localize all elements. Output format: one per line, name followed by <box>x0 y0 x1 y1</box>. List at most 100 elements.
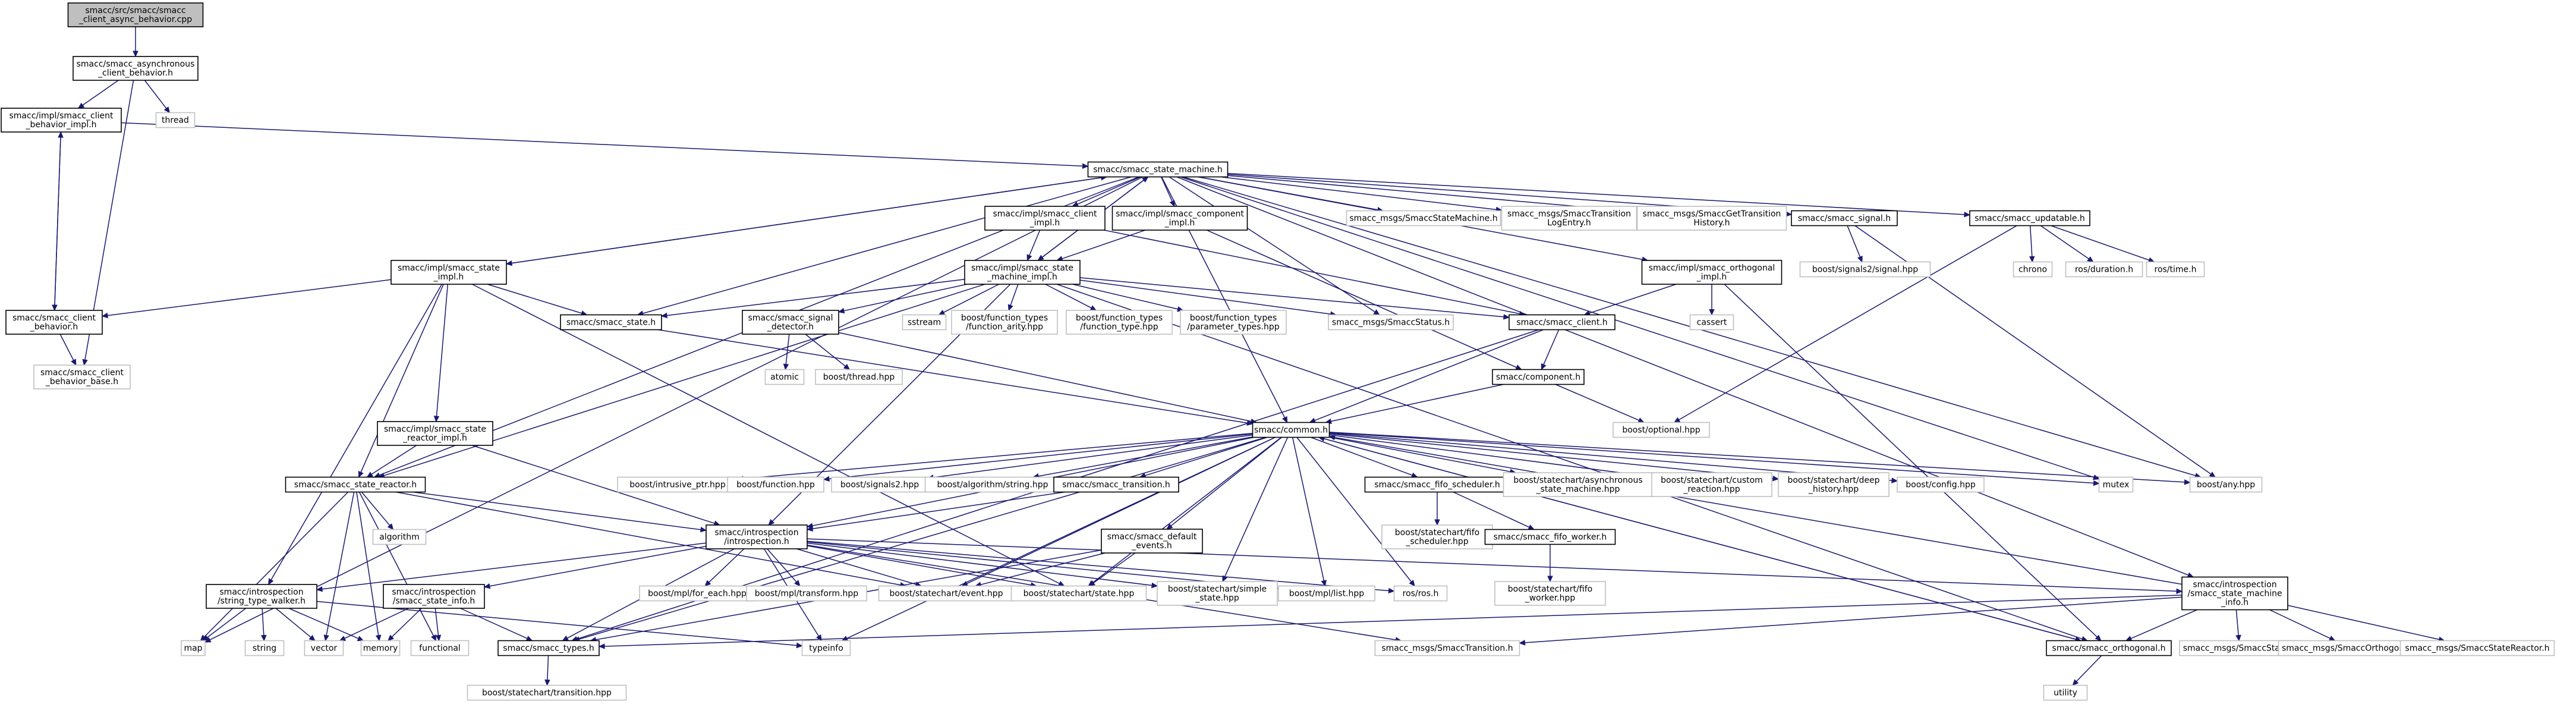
node-label: smacc/smacc_state.h <box>566 318 656 328</box>
edge-line <box>1224 437 1289 577</box>
node-sm-impl[interactable]: smacc/impl/smacc_state_machine_impl.h <box>964 260 1081 285</box>
node-signal[interactable]: smacc/smacc_signal.h <box>1791 210 1898 227</box>
edge-state-impl-to-stw <box>267 284 443 586</box>
edge-client-to-component <box>1541 329 1560 370</box>
edge-introspection-to-ros <box>807 540 1395 594</box>
edge-sm-info-to-common <box>1328 435 2183 585</box>
edge-line <box>742 433 1253 479</box>
node-label: smacc/impl/smacc_state <box>971 263 1073 273</box>
node-state-impl[interactable]: smacc/impl/smacc_state_impl.h <box>391 260 507 285</box>
node-sc-fifo-worker: boost/statechart/fifo_worker.hpp <box>1494 581 1606 606</box>
node-label: smacc/smacc_state_reactor.h <box>294 480 417 490</box>
node-sm-state-info[interactable]: smacc/introspection/smacc_state_info.h <box>383 584 485 609</box>
node-label: _behavior_base.h <box>45 377 118 386</box>
edge-common-to-intrusive-ptr <box>736 433 1253 482</box>
node-client[interactable]: smacc/smacc_client.h <box>1509 314 1615 331</box>
node-label: boost/statechart/asynchronous <box>1513 476 1642 485</box>
node-label: map <box>184 644 202 653</box>
node-box <box>1613 422 1710 438</box>
node-box <box>1180 310 1287 335</box>
node-client-behavior[interactable]: smacc/smacc_client_behavior.h <box>5 310 103 335</box>
node-box <box>181 640 206 656</box>
node-sm[interactable]: smacc/smacc_state_machine.h <box>1087 161 1229 178</box>
edge-component-to-optional <box>1555 384 1645 423</box>
arrowhead <box>1541 363 1547 370</box>
edge-line <box>288 608 359 639</box>
edge-line <box>322 542 707 590</box>
node-box <box>1157 581 1278 606</box>
node-cb-impl[interactable]: smacc/impl/smacc_client_behavior_impl.h <box>1 108 122 133</box>
edge-line <box>807 540 1389 592</box>
edge-stw-to-vector <box>275 608 316 642</box>
edge-stw-to-typeinfo <box>316 601 803 649</box>
node-msg-sm: smacc_msgs/SmaccStateMachine.h <box>1346 210 1501 227</box>
edge-line <box>1543 329 1560 365</box>
arrowhead <box>261 634 267 642</box>
node-orthogonal[interactable]: smacc/smacc_orthogonal.h <box>2046 640 2172 656</box>
node-box <box>1101 529 1203 554</box>
edge-sm-to-sm-info <box>1176 176 2194 578</box>
node-box <box>372 529 427 545</box>
node-label: smacc_msgs/SmaccStateMachine.h <box>1349 214 1497 224</box>
edge-common-to-fifo-sched <box>1311 436 1418 478</box>
node-mpl-list: boost/mpl/list.hpp <box>1278 585 1375 602</box>
node-label: _scheduler.hpp <box>1405 537 1468 546</box>
arrowhead <box>1388 587 1395 594</box>
edge-line <box>1329 434 1647 477</box>
edge-sm-impl-to-client <box>1079 277 1510 320</box>
node-box <box>360 640 401 656</box>
arrowhead <box>768 518 775 526</box>
node-client-impl[interactable]: smacc/impl/smacc_client_impl.h <box>984 206 1106 231</box>
edge-sm-state-info-to-vector <box>339 608 409 642</box>
node-component[interactable]: smacc/component.h <box>1492 369 1585 385</box>
edge-sm-impl-to-ft-arity <box>1007 284 1019 312</box>
edge-line <box>604 595 2183 647</box>
edge-common-to-function <box>823 433 1253 482</box>
edge-line <box>1334 436 2183 585</box>
node-box <box>746 585 867 602</box>
edge-line <box>471 445 715 524</box>
node-atomic: atomic <box>764 369 805 385</box>
node-reactor-impl[interactable]: smacc/impl/smacc_state_reactor_impl.h <box>377 421 493 446</box>
node-sig-detector[interactable]: smacc/smacc_signal_detector.h <box>742 310 839 335</box>
edge-orthogonal-to-utility <box>2072 655 2102 686</box>
node-introspection[interactable]: smacc/introspection/introspection.h <box>706 524 808 549</box>
arrowhead <box>1082 163 1089 169</box>
node-state[interactable]: smacc/smacc_state.h <box>560 314 662 331</box>
edge-line <box>209 176 1144 640</box>
arrowhead <box>133 51 138 58</box>
node-label: smacc/smacc_client.h <box>1516 318 1607 328</box>
node-optional: boost/optional.hpp <box>1613 422 1710 438</box>
node-root[interactable]: smacc/src/smacc/smacc_client_async_behav… <box>67 2 204 27</box>
edge-common-to-mpl-list <box>1292 437 1327 587</box>
node-comp-impl[interactable]: smacc/impl/smacc_component_impl.h <box>1111 206 1248 231</box>
edge-sm-info-to-msg-reactor <box>2287 605 2445 643</box>
node-types[interactable]: smacc/smacc_types.h <box>497 640 600 656</box>
node-box <box>1494 581 1606 606</box>
arrowhead <box>71 359 77 366</box>
node-reactor[interactable]: smacc/smacc_state_reactor.h <box>285 476 426 493</box>
node-stw[interactable]: smacc/introspection/string_type_walker.h <box>206 584 317 609</box>
node-async-cb[interactable]: smacc/smacc_asynchronous_client_behavior… <box>73 56 199 81</box>
arrowhead <box>2095 634 2102 642</box>
edge-sm-state-info-to-memory <box>388 608 422 642</box>
node-fifo-sched[interactable]: smacc/smacc_fifo_scheduler.h <box>1364 476 1510 493</box>
node-default-events[interactable]: smacc/smacc_default_events.h <box>1101 529 1203 554</box>
node-fifo-worker[interactable]: smacc/smacc_fifo_worker.h <box>1484 529 1616 545</box>
edge-line <box>1079 279 1331 315</box>
node-updatable[interactable]: smacc/smacc_updatable.h <box>1969 210 2090 227</box>
node-label: _impl.h <box>1029 218 1060 228</box>
node-sm-info[interactable]: smacc/introspection/smacc_state_machine_… <box>2181 576 2288 611</box>
node-signals2: boost/signals2.hpp <box>831 476 928 493</box>
edge-sm-to-updatable <box>1227 172 1971 218</box>
node-orth-impl[interactable]: smacc/impl/smacc_orthogonal_impl.h <box>1641 260 1783 285</box>
edge-line <box>2287 605 2439 640</box>
node-common[interactable]: smacc/common.h <box>1252 422 1330 438</box>
edge-line <box>391 608 422 637</box>
node-label: _events.h <box>1131 541 1172 551</box>
arrowhead <box>562 635 569 642</box>
edge-line <box>1045 284 1092 309</box>
arrowhead <box>1637 417 1645 423</box>
node-transition[interactable]: smacc/smacc_transition.h <box>1053 476 1179 493</box>
edge-line <box>2029 225 2033 257</box>
